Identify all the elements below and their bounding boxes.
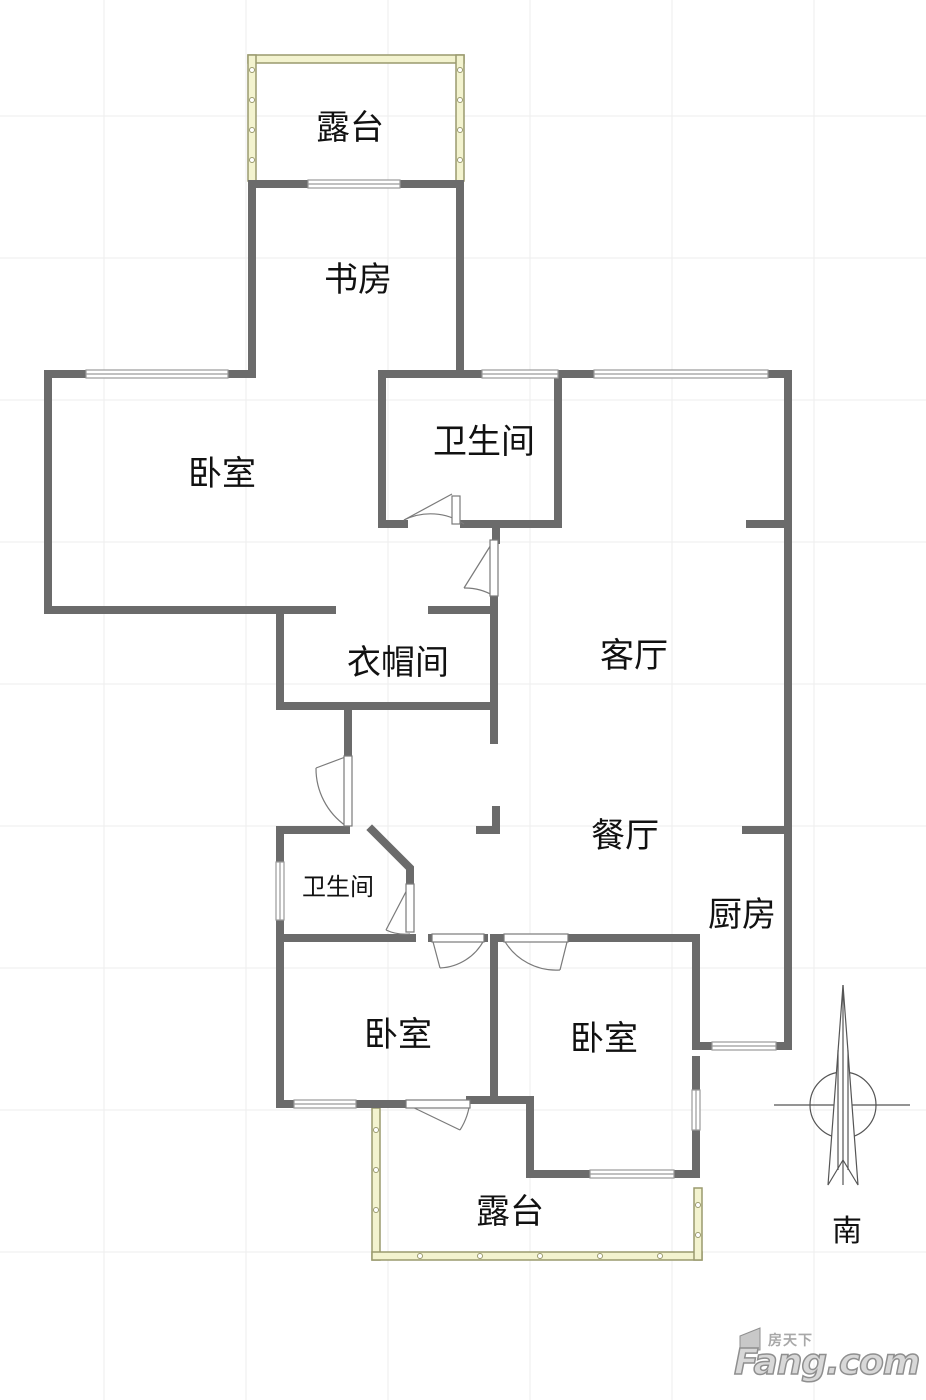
doors (315, 493, 569, 1131)
south-terrace-railing (371, 1107, 703, 1261)
compass-icon (774, 984, 910, 1186)
windows (85, 179, 777, 1179)
walls (44, 180, 792, 1178)
room-label-study: 书房 (324, 260, 392, 300)
room-label-bedroom-2: 卧室 (364, 1015, 432, 1055)
room-label-bedroom-3: 卧室 (570, 1019, 638, 1059)
room-label-cloakroom: 衣帽间 (347, 643, 449, 683)
watermark-logo-icon (739, 1327, 761, 1351)
room-label-dining-room: 餐厅 (591, 816, 659, 856)
room-label-master-bedroom: 卧室 (188, 454, 256, 494)
room-label-kitchen: 厨房 (708, 895, 776, 935)
room-label-living-room: 客厅 (600, 636, 668, 676)
watermark-cn: 房天下 (768, 1333, 813, 1349)
room-label-guest-bathroom: 卫生间 (302, 873, 374, 901)
room-label-north-terrace: 露台 (316, 108, 384, 148)
room-label-master-bathroom: 卫生间 (433, 422, 535, 462)
watermark: 房天下 Fang.com (732, 1318, 921, 1388)
watermark-en: Fang.com (733, 1341, 921, 1384)
compass-direction-label: 南 (832, 1214, 862, 1249)
room-label-south-terrace: 露台 (476, 1192, 544, 1232)
